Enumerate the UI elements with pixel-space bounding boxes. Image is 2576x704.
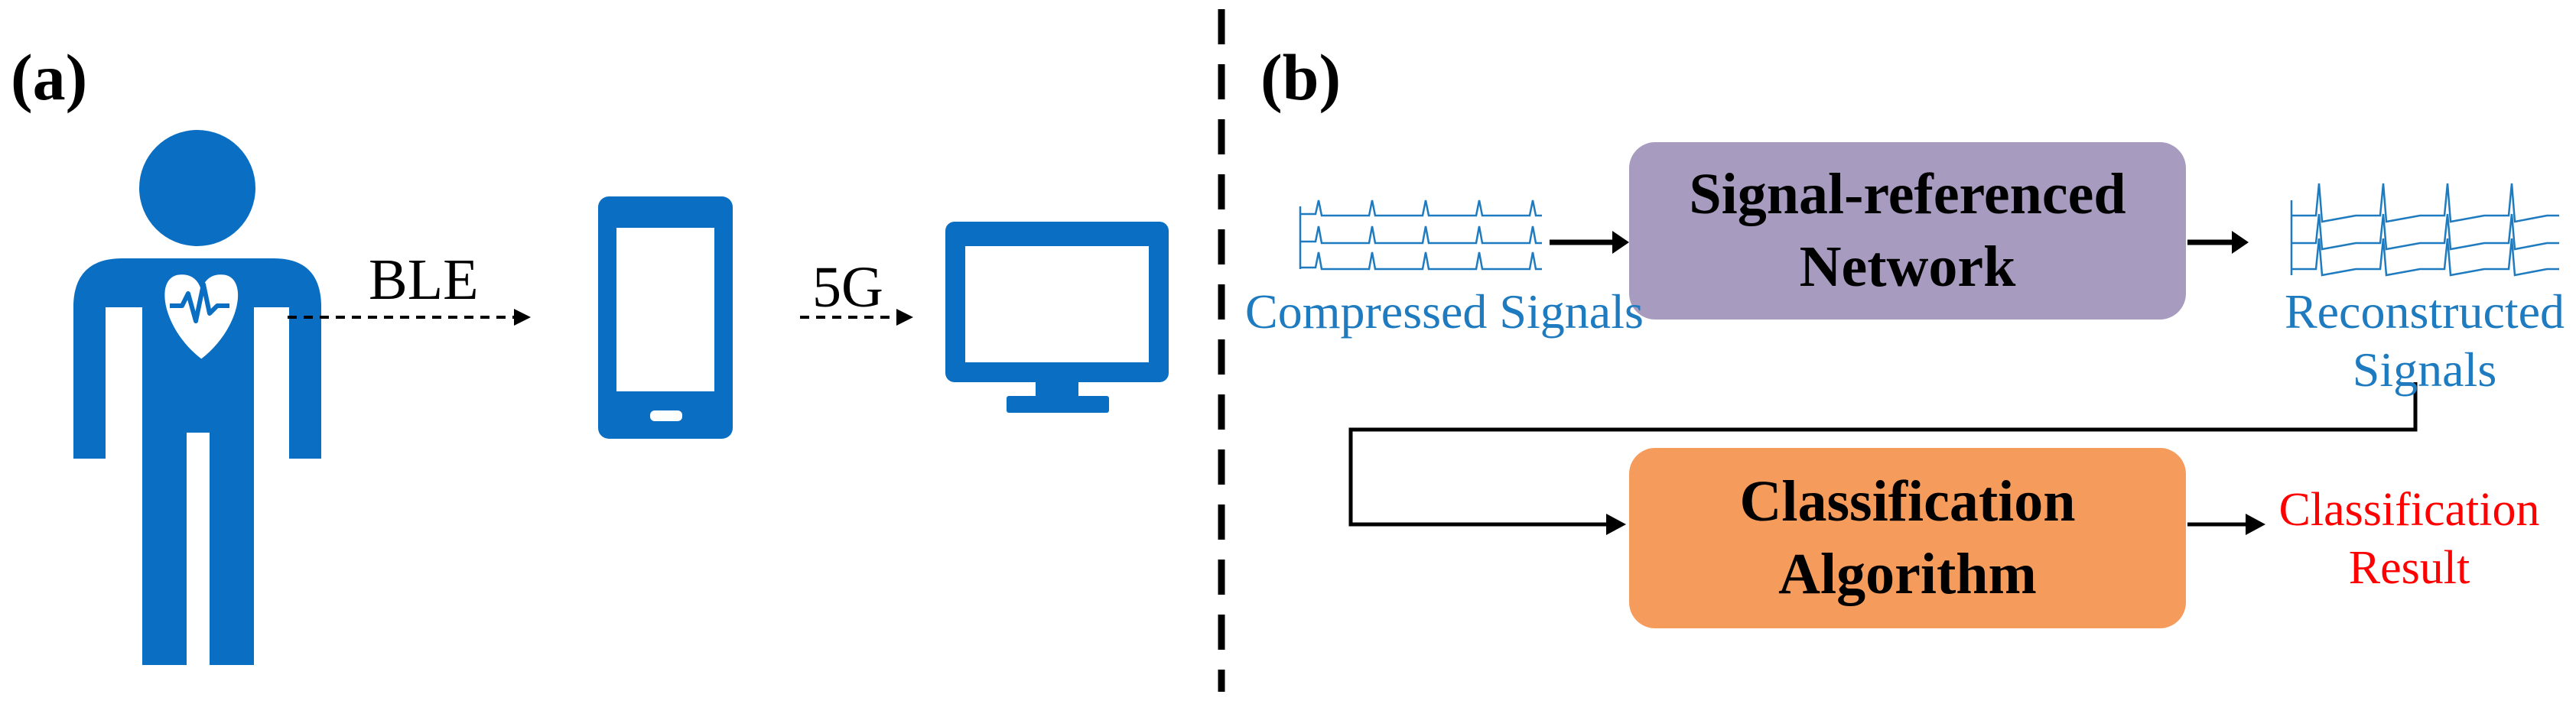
- classification-result-label-line1: Classification: [2278, 484, 2540, 536]
- classifier-box-line1: Classification: [1739, 469, 2076, 534]
- signal-referenced-network-box: Signal-referenced Network: [1629, 142, 2186, 320]
- classification-algorithm-box: Classification Algorithm: [1629, 448, 2186, 628]
- 5g-label: 5G: [812, 255, 883, 320]
- network-box-line1: Signal-referenced: [1689, 162, 2126, 226]
- monitor-icon: [945, 222, 1169, 413]
- compressed-signals-icon: [1299, 200, 1542, 271]
- reconstructed-signals-label-line1: Reconstructed: [2284, 284, 2565, 339]
- compressed-signals-label: Compressed Signals: [1245, 284, 1644, 339]
- reconstructed-signals-icon: [2290, 183, 2559, 277]
- panel-a-label: (a): [11, 41, 88, 114]
- person-heart-icon: [73, 130, 321, 665]
- reconstructed-signals-label-line2: Signals: [2352, 342, 2497, 397]
- classifier-box-line2: Algorithm: [1778, 542, 2037, 606]
- ble-label: BLE: [369, 248, 479, 312]
- smartphone-icon: [598, 196, 733, 439]
- panel-b-label: (b): [1260, 41, 1342, 114]
- connector-line: [1348, 382, 2418, 527]
- classification-result-label-line2: Result: [2348, 542, 2470, 594]
- network-box-line2: Network: [1799, 235, 2016, 299]
